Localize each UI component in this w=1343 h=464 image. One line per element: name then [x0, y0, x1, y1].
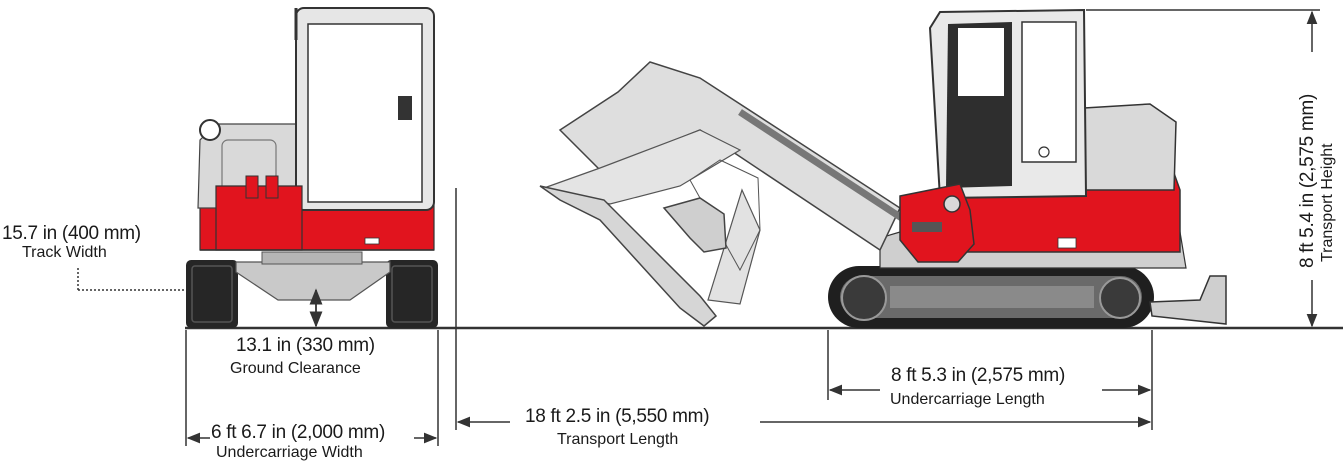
track-width-label: Track Width — [22, 244, 107, 261]
transport-length-dim — [455, 188, 1153, 430]
undercarriage-length-dim — [827, 330, 1152, 400]
track-width-leader — [77, 268, 186, 291]
ground-clearance-value: 13.1 in (330 mm) — [236, 335, 375, 356]
side-view-excavator — [539, 8, 1227, 328]
undercarriage-length-label: Undercarriage Length — [890, 391, 1045, 408]
transport-height-label: Transport Height — [1319, 143, 1336, 262]
undercarriage-width-value: 6 ft 6.7 in (2,000 mm) — [211, 422, 385, 443]
front-view-excavator — [186, 7, 438, 328]
transport-length-value: 18 ft 2.5 in (5,550 mm) — [525, 406, 710, 427]
undercarriage-width-label: Undercarriage Width — [216, 444, 363, 461]
undercarriage-width-dim — [185, 330, 439, 446]
transport-height-dim — [1086, 9, 1320, 328]
undercarriage-length-value: 8 ft 5.3 in (2,575 mm) — [891, 365, 1065, 386]
ground-clearance-label: Ground Clearance — [230, 360, 361, 377]
transport-height-value: 8 ft 5.4 in (2,575 mm) — [1297, 94, 1318, 268]
transport-length-label: Transport Length — [557, 431, 679, 448]
track-width-value: 15.7 in (400 mm) — [2, 223, 141, 244]
